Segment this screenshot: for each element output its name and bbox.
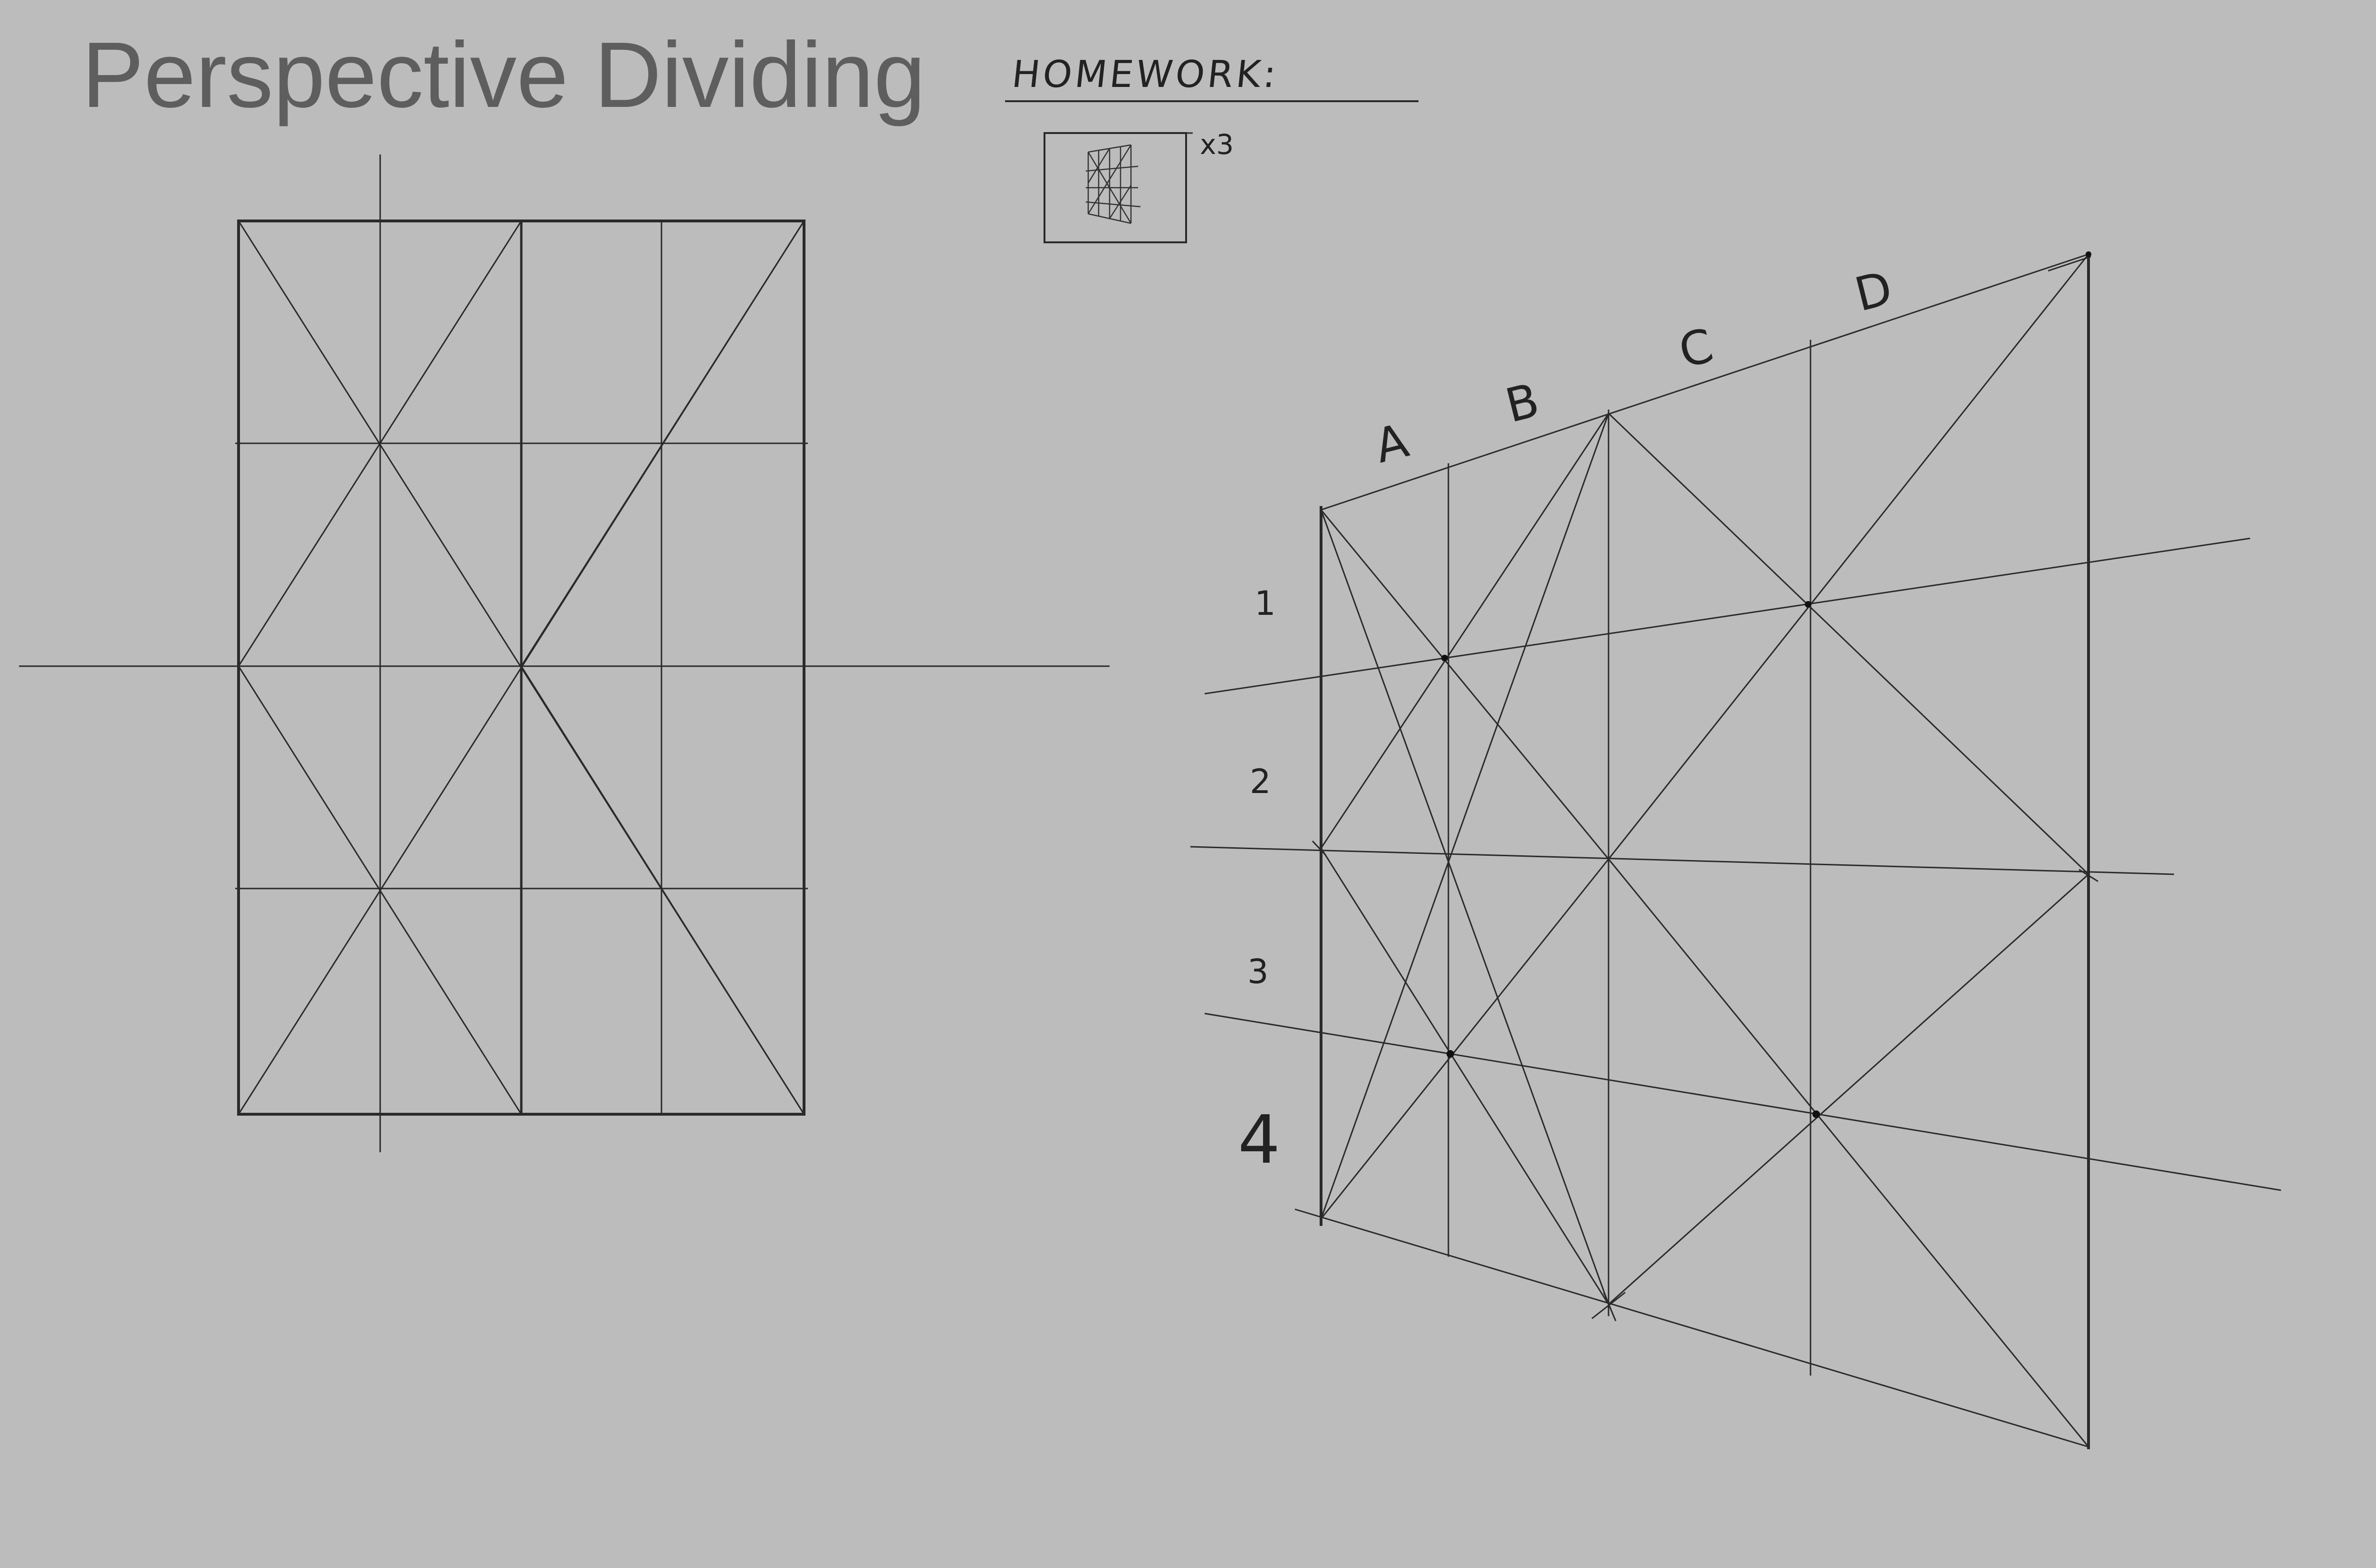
intersection-dot [1812,1110,1820,1118]
plane-bottom-edge [1294,1208,2089,1448]
row-line-1 [1204,537,2251,695]
tick-left-mid [1312,840,1327,856]
tick-right-mid [2079,869,2098,882]
perspective-plane-diagram [1190,251,2281,1449]
row-line-3 [1204,1013,2281,1191]
homework-section [1005,100,1418,243]
left-diag-4 [1320,859,1610,1219]
row-label-2: 2 [1250,762,1271,801]
homework-thumbnail-sketch [1085,144,1141,224]
plane-top-edge [1321,253,2089,511]
left-diag-1 [1320,509,1610,860]
homework-label: HOMEWORK: [1010,53,1281,96]
intersection-dot [1805,601,1811,608]
plane-diagonal-1 [1320,509,1610,1305]
tick-bottom-mid-b [1603,1292,1617,1321]
right-diag-2 [1608,254,2089,860]
intersection-dot [1447,1050,1454,1058]
diagonal-bottom-1 [238,666,522,1115]
diagonal-top-1 [238,220,522,667]
flat-rectangle-diagram [19,154,1110,1152]
row-label-1: 1 [1255,584,1276,623]
diagonal-top-2 [520,220,805,667]
right-diag-1 [1608,412,2089,875]
row-label-4: 4 [1238,1101,1281,1179]
diagonal-bottom-2 [520,666,805,1115]
page-title: Perspective Dividing [82,23,926,127]
plane-diagonal-2 [1320,413,1610,1219]
homework-thumbnail-frame [1044,132,1187,243]
left-diag-3 [1320,848,1610,1305]
homework-multiplier: x3 [1200,128,1234,161]
left-diag-2 [1320,413,1610,849]
row-label-3: 3 [1247,952,1269,991]
right-diag-4 [1608,873,2089,1305]
right-diag-3 [1608,859,2089,1447]
tick-top-right [2048,256,2091,272]
intersection-dot [1441,655,1448,661]
corner-dot [2086,251,2091,257]
row-line-2 [1190,846,2175,875]
